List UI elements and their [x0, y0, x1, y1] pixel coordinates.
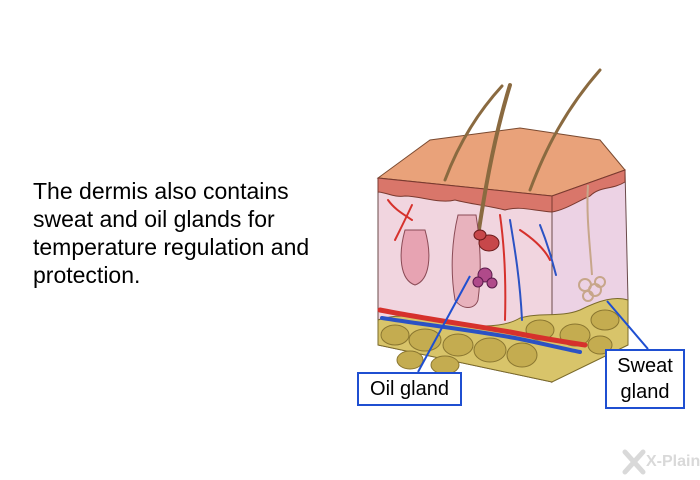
hair-follicle — [451, 214, 481, 308]
oil-gland-shape — [473, 229, 500, 252]
epidermis-front-layer — [377, 177, 553, 213]
oil-gland-pointer — [417, 275, 471, 373]
caption-text: The dermis also contains sweat and oil g… — [33, 178, 310, 288]
sweat-gland-label-line1: Sweat — [617, 355, 673, 377]
oil-gland-label: Oil gland — [357, 372, 462, 406]
logo-text: X-Plain — [646, 453, 700, 470]
coiled-gland — [472, 267, 498, 289]
sweat-gland-label: Sweat gland — [605, 349, 685, 409]
left-follicle — [400, 229, 430, 286]
xplain-logo: X-Plain — [622, 447, 700, 477]
logo-x-icon — [622, 449, 646, 475]
vein — [380, 316, 582, 354]
sweat-gland-label-line2: gland — [620, 381, 670, 403]
artery — [377, 307, 588, 348]
blood-vessels — [377, 199, 588, 354]
sweat-gland-coil — [578, 184, 606, 302]
sweat-gland-pointer — [606, 300, 649, 350]
